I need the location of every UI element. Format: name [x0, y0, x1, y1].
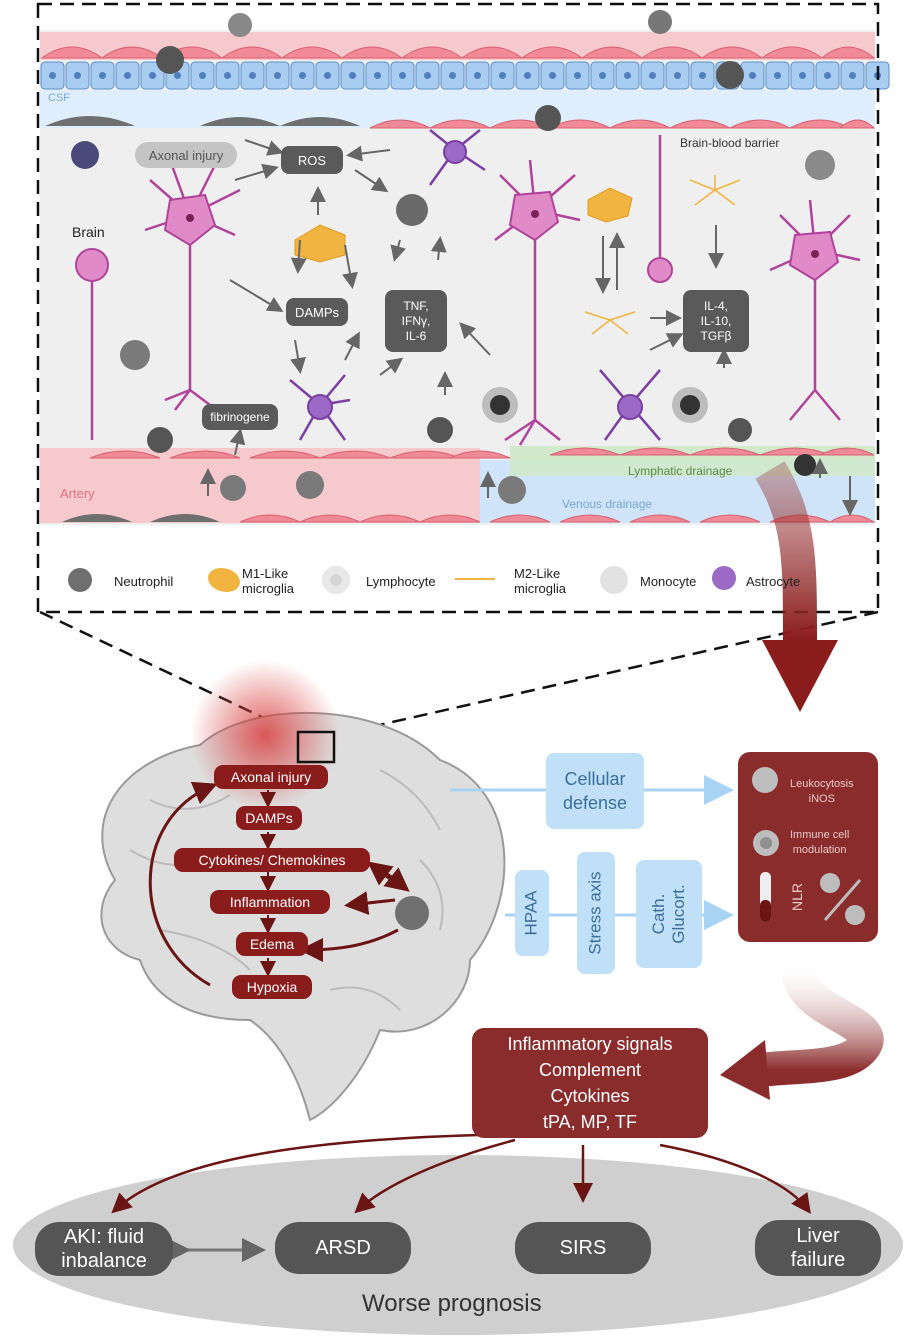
astrocyte-icon [712, 566, 736, 590]
artery-label: Artery [60, 486, 95, 501]
brain-label: Brain [72, 224, 105, 240]
ros-node: ROS [281, 146, 343, 174]
arsd-node: ARSD [275, 1222, 411, 1274]
cascade-edema: Edema [236, 932, 308, 956]
cascade-cytokines: Cytokines/ Chemokines [174, 848, 370, 872]
stress-axis-label: Stress axis [586, 871, 606, 955]
csf-label: CSF [48, 92, 70, 104]
cascade-damps: DAMPs [236, 806, 302, 830]
legend-neutrophil: Neutrophil [114, 574, 174, 589]
signal-item: Complement [538, 1060, 642, 1080]
damps-node: DAMPs [286, 298, 348, 326]
fibrinogen-node: fibrinogene [202, 404, 278, 430]
liver-failure-node: Liver failure [755, 1220, 881, 1276]
nlr-text: NLR [789, 882, 806, 912]
sirs-node: SIRS [515, 1222, 651, 1274]
nlr-label: NLR [784, 878, 810, 916]
cascade-axonal-injury: Axonal injury [214, 765, 328, 789]
lymphatic-drainage-label: Lymphatic drainage [628, 464, 733, 478]
cath-glucort-box: Cath. Glucort. [636, 860, 702, 968]
m1-microglia-icon [208, 568, 240, 592]
aki-node: AKI: fluid inbalance [35, 1222, 173, 1276]
legend-lymphocyte: Lymphocyte [366, 574, 436, 589]
signal-item: tPA, MP, TF [542, 1112, 638, 1132]
venous-drainage-label: Venous drainage [562, 497, 653, 511]
cytokine-node: TNF, IFNγ, IL-6 [385, 290, 447, 352]
cascade-hypoxia: Hypoxia [232, 975, 312, 999]
legend-astrocyte: Astrocyte [746, 574, 801, 589]
m2-microglia-icon [455, 578, 495, 580]
bbb-label: Brain-blood barrier [680, 136, 780, 150]
cascade-inflammation: Inflammation [210, 890, 330, 914]
signal-item: Inflammatory signals [507, 1034, 673, 1054]
cath-glucort-label: Cath. Glucort. [649, 884, 688, 944]
anti-inflammatory-node: IL-4, IL-10, TGFβ [683, 290, 749, 352]
neutrophil-icon [68, 568, 92, 592]
legend-monocyte: Monocyte [640, 574, 697, 589]
signals-box: Inflammatory signals Complement Cytokine… [472, 1028, 708, 1138]
lymphocyte-icon [322, 566, 350, 594]
worse-prognosis-label: Worse prognosis [362, 1290, 542, 1317]
hpaa-label: HPAA [522, 890, 542, 936]
stress-axis-box: Stress axis [577, 852, 615, 974]
leukocytosis-label: Leukocytosis iNOS [790, 778, 854, 805]
cellular-defense-box: Cellular defense [546, 753, 644, 829]
signal-item: Cytokines [550, 1086, 630, 1106]
legend-m2-microglia: M2-Like microglia [514, 566, 567, 596]
hpaa-box: HPAA [515, 870, 549, 956]
immune-modulation-label: Immune cell modulation [790, 829, 850, 856]
axonal-injury-tag: Axonal injury [135, 142, 237, 168]
monocyte-icon [600, 566, 628, 594]
legend-m1-microglia: M1-Like microglia [242, 566, 295, 596]
legend: Neutrophil M1-Like microglia Lymphocyte … [60, 560, 860, 604]
